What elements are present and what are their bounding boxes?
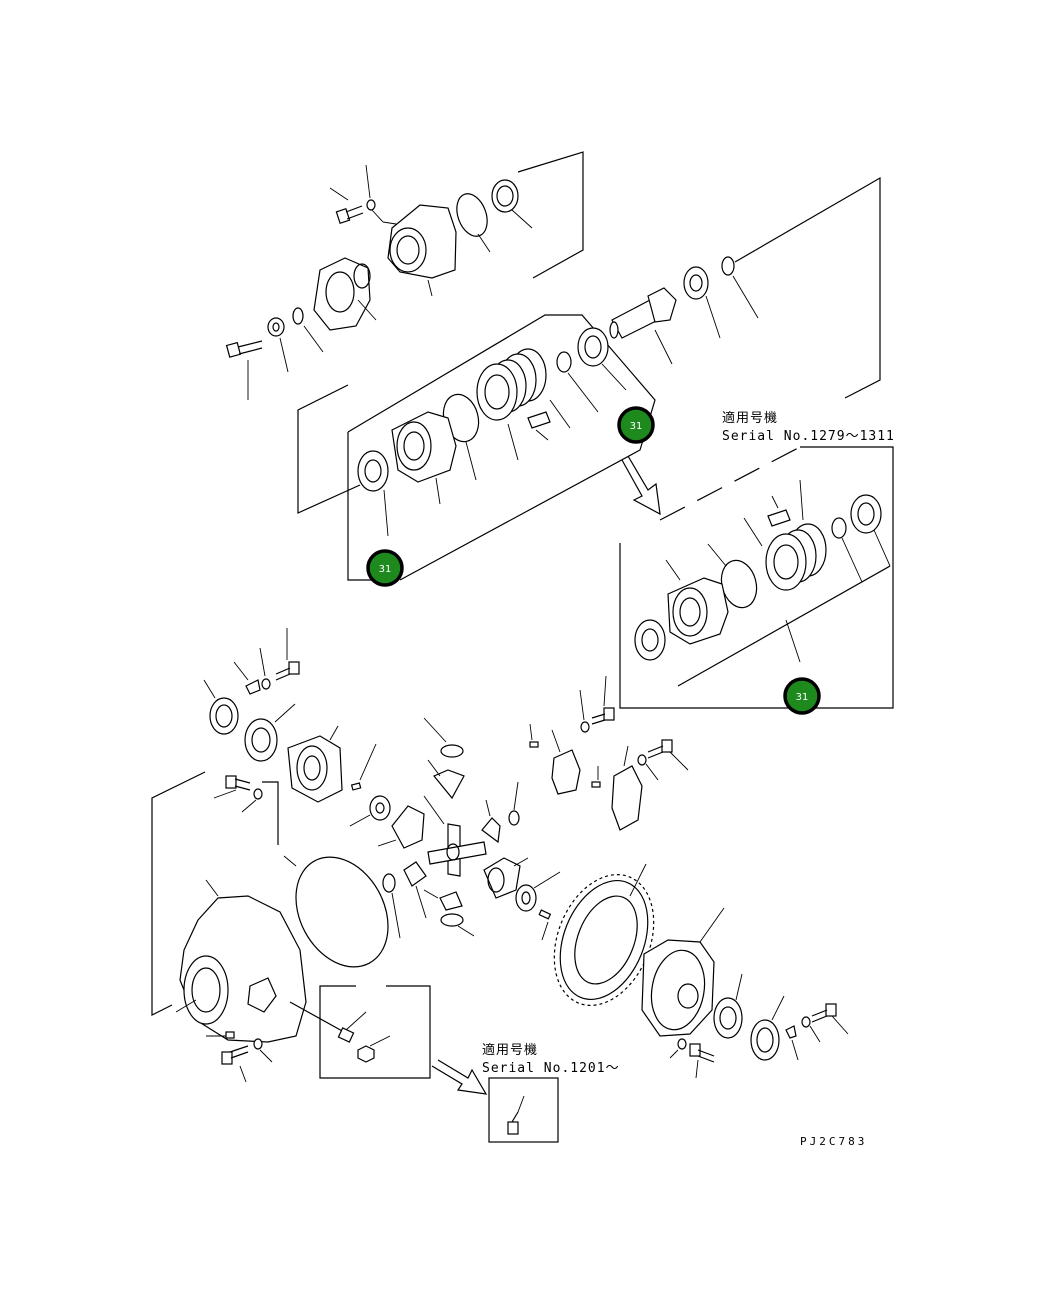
ring-gear-part [553, 863, 655, 1006]
direction-arrow [431, 1059, 488, 1095]
washer-part [637, 754, 659, 781]
bolt-part [507, 1095, 525, 1135]
breather-part [289, 1001, 367, 1043]
o-ring-part [456, 193, 491, 253]
spacer-part [831, 517, 863, 583]
lock-part [785, 1025, 799, 1061]
serial-range-text: Serial No.1201～ [482, 1061, 620, 1076]
bolt-part [811, 1003, 849, 1035]
inset-frame [488, 1077, 559, 1143]
o-ring-small-part [292, 307, 324, 353]
pinion-gear-part [427, 759, 465, 800]
spider-part [423, 795, 487, 877]
pin-part [350, 743, 377, 791]
pinion-gear-part [481, 799, 501, 844]
differential-carrier-part [175, 879, 307, 1043]
plug-part [206, 1031, 235, 1039]
gasket-part [283, 855, 389, 968]
washer-part [365, 164, 376, 211]
adjusting-nut-part [750, 995, 785, 1061]
adjusting-nut-part [203, 679, 239, 735]
bearing-cage-part [665, 559, 729, 645]
bearing-part [244, 703, 296, 762]
bearing-part [634, 619, 666, 661]
bearing-part [683, 266, 721, 339]
svg-text:31: 31 [630, 421, 643, 432]
serial-variant-inset: 適用号機 Serial No.1279～1311 [619, 410, 895, 709]
snap-ring-part [721, 256, 759, 319]
thrust-washer-part [440, 913, 475, 937]
bolt-part [647, 739, 689, 771]
bearing-part [577, 327, 627, 391]
washer-part [349, 795, 391, 827]
bearing-cage-part [391, 411, 457, 505]
bearing-cap-part [611, 745, 643, 831]
pinion-shaft-part [609, 287, 677, 365]
washer-part [669, 1038, 687, 1059]
thrust-washer-part [382, 873, 401, 939]
pinion-gear-part [403, 861, 427, 919]
spacer-part [556, 351, 599, 413]
thrust-washer-part [508, 781, 520, 826]
washer-part [241, 788, 263, 813]
coupling-part [313, 257, 377, 331]
reference-badge: 31 [366, 549, 404, 587]
bottom-assembly: 適用号機 Serial No.1201～ [151, 628, 849, 1143]
pin-part [591, 766, 601, 788]
svg-text:31: 31 [379, 564, 392, 575]
shim-pack-part [743, 479, 827, 591]
bearing-cap-part [287, 725, 343, 803]
direction-arrow [621, 455, 661, 516]
bolt-part [689, 1043, 715, 1079]
bearing-cap-part [551, 729, 581, 795]
bolt-long-part [225, 340, 263, 400]
nut-part [357, 1035, 391, 1063]
top-assembly [225, 151, 881, 581]
bolt-part [213, 775, 251, 799]
differential-case-part [641, 907, 725, 1037]
drawing-code: PJ2C783 [800, 1135, 867, 1148]
bearing-part [850, 494, 891, 567]
washer-part [515, 871, 561, 912]
washer-part [579, 689, 590, 733]
reference-badge: 31 [617, 406, 655, 444]
serial-range-text: Serial No.1279～1311 [722, 429, 895, 444]
bearing-part [357, 450, 389, 537]
applicability-label: 適用号機 [722, 410, 778, 426]
pinion-gear-part [423, 889, 463, 911]
bearing-part [713, 973, 743, 1039]
bolt-part [329, 187, 364, 225]
washer-part [801, 1016, 821, 1043]
lock-part [233, 661, 261, 695]
reference-badge: 31 [783, 677, 821, 715]
bolt-part [221, 1045, 249, 1083]
inset-frame [319, 985, 431, 1079]
pin-part [529, 723, 539, 748]
washer-part [259, 647, 271, 690]
washer-large-part [267, 317, 289, 373]
applicability-label: 適用号機 [482, 1042, 538, 1058]
side-gear-part [377, 805, 425, 849]
thrust-washer-part [423, 717, 464, 758]
seal-part [491, 179, 533, 229]
bearing-cage-part [371, 204, 457, 297]
shim-pack-part [476, 348, 571, 461]
bolt-part [275, 628, 300, 681]
side-gear-part [483, 857, 529, 899]
bolt-part [591, 675, 615, 725]
svg-text:31: 31 [796, 692, 809, 703]
washer-part [253, 1038, 273, 1063]
pin-part [538, 909, 552, 941]
